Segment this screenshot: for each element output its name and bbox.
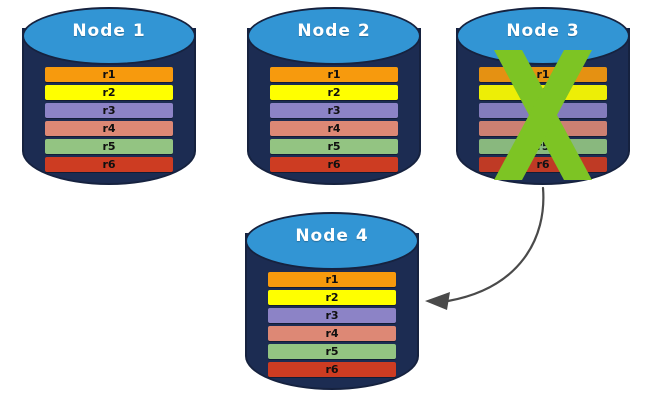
record-r1[interactable]: r1: [45, 67, 173, 82]
node-2-records: r1 r2 r3 r4 r5 r6: [270, 67, 398, 172]
node-4-records: r1 r2 r3 r4 r5 r6: [268, 272, 396, 377]
record-r1[interactable]: r1: [270, 67, 398, 82]
node-3[interactable]: Node 3 r1 r2 r3 r4 r5 r6: [456, 7, 630, 185]
record-r1[interactable]: r1: [268, 272, 396, 287]
node-1-cylinder-top: [22, 7, 196, 65]
record-r4[interactable]: r4: [270, 121, 398, 136]
record-r2[interactable]: r2: [270, 85, 398, 100]
record-r4[interactable]: r4: [479, 121, 607, 136]
record-r3[interactable]: r3: [268, 308, 396, 323]
node-3-cylinder-top: [456, 7, 630, 65]
record-r4[interactable]: r4: [268, 326, 396, 341]
record-r3[interactable]: r3: [270, 103, 398, 118]
record-r5[interactable]: r5: [268, 344, 396, 359]
node-1-records: r1 r2 r3 r4 r5 r6: [45, 67, 173, 172]
record-r6[interactable]: r6: [268, 362, 396, 377]
record-r6[interactable]: r6: [270, 157, 398, 172]
record-r2[interactable]: r2: [45, 85, 173, 100]
record-r1[interactable]: r1: [479, 67, 607, 82]
record-r5[interactable]: r5: [45, 139, 173, 154]
node-3-records: r1 r2 r3 r4 r5 r6: [479, 67, 607, 172]
record-r6[interactable]: r6: [479, 157, 607, 172]
node-2-cylinder-top: [247, 7, 421, 65]
record-r6[interactable]: r6: [45, 157, 173, 172]
record-r3[interactable]: r3: [45, 103, 173, 118]
record-r3[interactable]: r3: [479, 103, 607, 118]
node-4[interactable]: Node 4 r1 r2 r3 r4 r5 r6: [245, 212, 419, 390]
record-r5[interactable]: r5: [479, 139, 607, 154]
node-1[interactable]: Node 1 r1 r2 r3 r4 r5 r6: [22, 7, 196, 185]
record-r2[interactable]: r2: [479, 85, 607, 100]
node-4-cylinder-top: [245, 212, 419, 270]
node-2[interactable]: Node 2 r1 r2 r3 r4 r5 r6: [247, 7, 421, 185]
record-r4[interactable]: r4: [45, 121, 173, 136]
record-r2[interactable]: r2: [268, 290, 396, 305]
record-r5[interactable]: r5: [270, 139, 398, 154]
